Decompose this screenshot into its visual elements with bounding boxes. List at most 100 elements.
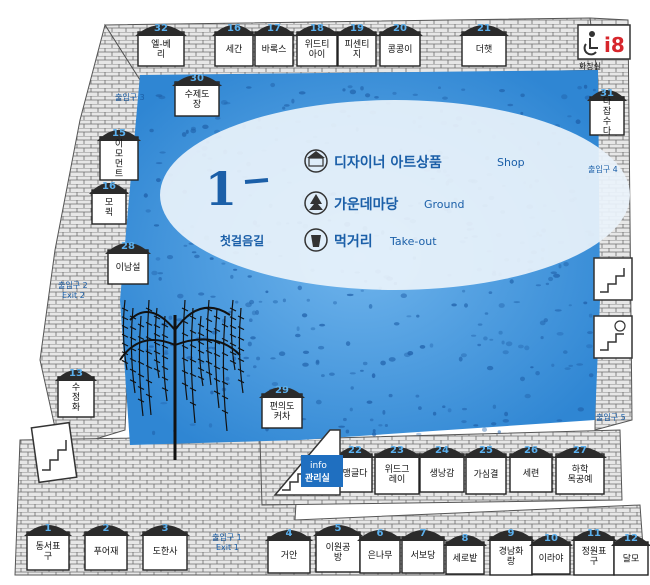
shop-body: [359, 536, 401, 574]
shop-body: [142, 531, 188, 571]
shops: 1동서표구2푸어재3도한사4거안5이원공방6은나무7서보당8세로밭9경남화랑10…: [24, 23, 650, 576]
shop-name: 다: [603, 126, 612, 137]
shop-name: 수: [72, 382, 80, 393]
legend-oval: [160, 100, 630, 290]
legend-shop-ko: 디자이너 아트상품: [334, 154, 442, 171]
shop-number: 10: [544, 533, 558, 544]
shop-roof: [212, 25, 256, 36]
shop-32-31[interactable]: 32엘-베리: [135, 23, 187, 67]
shop-name: 수제도: [185, 89, 210, 100]
shop-name: 엘-베: [151, 39, 171, 50]
shop-body: [57, 376, 95, 418]
shop-number: 3: [162, 523, 169, 534]
shop-number: 16: [227, 23, 241, 34]
restroom[interactable]: i8 화장실: [577, 24, 631, 71]
shop-roof: [553, 447, 607, 458]
shop-body: [461, 31, 507, 67]
shop-roof: [97, 130, 141, 141]
shop-roof: [105, 243, 151, 254]
tree-icon: [304, 191, 328, 215]
shop-roof: [294, 25, 340, 36]
section-number: 1: [205, 162, 237, 216]
exit-4[interactable]: 출입구 4: [588, 164, 618, 174]
shell-icon: [614, 320, 626, 332]
shop-number: 1: [45, 523, 52, 534]
shop-roof: [259, 387, 305, 398]
shop-name: 먼: [115, 159, 123, 170]
shop-body: [445, 541, 485, 575]
shop-name: 아이: [309, 49, 326, 60]
exit-3[interactable]: 출입구 3: [115, 92, 145, 102]
shop-name: 편의도: [270, 400, 295, 412]
shop-roof: [529, 535, 573, 546]
shop-roof: [24, 525, 72, 536]
shop-name: 이원공: [326, 542, 351, 553]
shop-name: 맹글다: [343, 468, 369, 479]
shop-name: 이남설: [116, 262, 141, 273]
info-office[interactable]: info 관리실: [273, 429, 343, 496]
shop-body: [254, 31, 294, 67]
legend-takeout-ko: 먹거리: [334, 233, 373, 250]
shop-number: 11: [587, 528, 601, 539]
legend: 디자이너 아트상품 Shop 가운데마당 Ground 먹거리 Take-out: [304, 149, 525, 252]
wheelchair-icon: [589, 31, 595, 37]
right-stairs: [593, 257, 633, 359]
shop-name: 화: [72, 402, 80, 413]
shop-name: 모: [105, 198, 113, 208]
stairs-icon: [600, 333, 624, 351]
shop-number: 15: [112, 128, 126, 139]
shop-roof: [571, 530, 617, 541]
shop-icon: [304, 149, 328, 173]
shop-body: [26, 531, 70, 571]
shop-name: 방: [334, 552, 342, 563]
section-name: 첫걸음길: [220, 233, 264, 248]
shop-roof: [377, 25, 423, 36]
shop-name: 피센티: [345, 39, 370, 50]
shop-4-3[interactable]: 4거안: [265, 528, 313, 574]
shop-name: 거안: [281, 550, 298, 561]
exit-5[interactable]: 출입구 5: [596, 412, 626, 422]
section-title: 1 첫걸음길: [205, 162, 269, 248]
shop-body: [267, 536, 311, 574]
shop-name: 가심결: [474, 469, 499, 480]
shop-name: 경남화: [499, 545, 524, 557]
shop-name: 커차: [274, 410, 291, 422]
shop-roof: [335, 25, 379, 36]
stairs-icon: [600, 268, 625, 293]
title-dash: [244, 178, 269, 184]
shop-roof: [335, 447, 375, 458]
